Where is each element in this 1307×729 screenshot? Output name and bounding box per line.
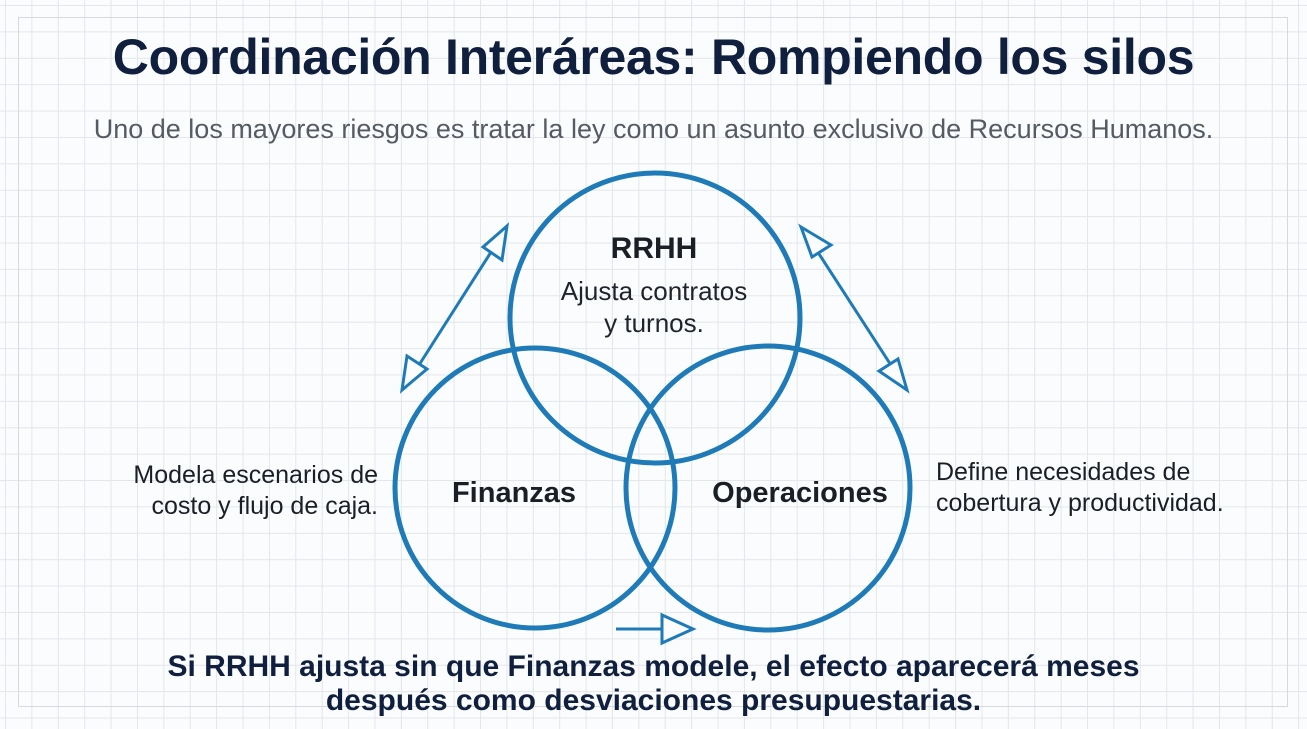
page-title: Coordinación Interáreas: Rompiendo los s… [112,29,1195,85]
rrhh-text-line2: y turnos. [604,308,704,338]
footer-conclusion: Si RRHH ajusta sin que Finanzas modele, … [0,650,1307,718]
rrhh-text-line1: Ajusta contratos [561,276,747,306]
circle-rrhh [507,170,803,466]
circle-operaciones [623,343,913,633]
finanzas-title: Finanzas [452,477,576,509]
circle-finanzas [392,345,678,631]
finanzas-note: Modela escenarios de costo y flujo de ca… [60,460,378,522]
operaciones-note: Define necesidades de cobertura y produc… [936,457,1224,519]
footer-line2: después como desviaciones presupuestaria… [325,684,982,717]
rrhh-title: RRHH [611,232,698,265]
double-arrow-right-icon [798,223,910,394]
operaciones-title: Operaciones [712,477,888,509]
operaciones-note-line1: Define necesidades de [936,458,1191,486]
double-arrow-left-icon [399,222,510,394]
page-subtitle: Uno de los mayores riesgos es tratar la … [93,114,1214,144]
finanzas-note-line2: costo y flujo de caja. [151,492,378,520]
slide-frame [18,17,1288,707]
operaciones-note-line2: cobertura y productividad. [936,489,1224,517]
finanzas-note-line1: Modela escenarios de [133,461,378,489]
arrow-bottom-icon [616,612,697,646]
footer-line1: Si RRHH ajusta sin que Finanzas modele, … [167,650,1140,683]
